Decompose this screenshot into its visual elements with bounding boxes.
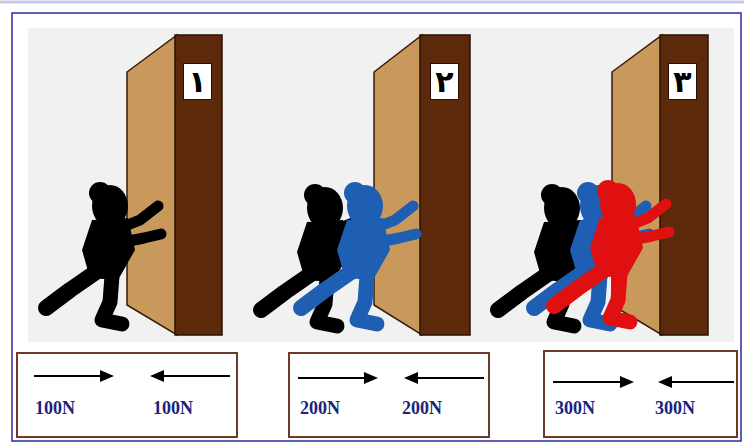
door-leaf bbox=[374, 35, 422, 335]
force-arrow bbox=[414, 377, 484, 379]
arrow-head bbox=[658, 376, 672, 388]
box-background bbox=[543, 350, 738, 438]
force-box: 100N 100N bbox=[16, 352, 238, 438]
force-box: 300N 300N bbox=[543, 350, 738, 438]
outer-frame bbox=[12, 13, 741, 441]
door-frame bbox=[660, 35, 708, 335]
arrow-head bbox=[150, 370, 164, 382]
force-arrow bbox=[160, 375, 230, 377]
top-strip bbox=[0, 1, 744, 4]
arrow-head bbox=[404, 372, 418, 384]
force-label: 300N bbox=[555, 398, 595, 419]
door-frame bbox=[175, 35, 222, 335]
arrow-head bbox=[364, 372, 378, 384]
person-silhouette bbox=[46, 182, 161, 324]
door-number-text: ۱ bbox=[188, 64, 206, 99]
force-label: 200N bbox=[402, 398, 442, 419]
force-arrow bbox=[34, 375, 104, 377]
force-arrow bbox=[298, 377, 368, 379]
door-number-text: ۲ bbox=[435, 64, 453, 99]
box-background bbox=[16, 352, 238, 438]
force-label: 100N bbox=[35, 398, 75, 419]
door-number: ۲ bbox=[430, 63, 459, 100]
door-number: ۱ bbox=[183, 63, 212, 100]
door-number-text: ۳ bbox=[673, 64, 691, 99]
force-arrow bbox=[668, 381, 734, 383]
door-frame bbox=[420, 35, 470, 335]
door-number: ۳ bbox=[668, 63, 697, 100]
arrow-head bbox=[100, 370, 114, 382]
door-leaf bbox=[127, 35, 177, 335]
box-background bbox=[288, 352, 490, 438]
scene-background bbox=[28, 28, 734, 342]
force-arrow bbox=[553, 381, 624, 383]
force-box: 200N 200N bbox=[288, 352, 490, 438]
arrow-head bbox=[620, 376, 634, 388]
force-label: 200N bbox=[300, 398, 340, 419]
force-label: 100N bbox=[153, 398, 193, 419]
person-silhouette bbox=[301, 182, 416, 324]
person-silhouette bbox=[554, 180, 669, 322]
force-label: 300N bbox=[655, 398, 695, 419]
